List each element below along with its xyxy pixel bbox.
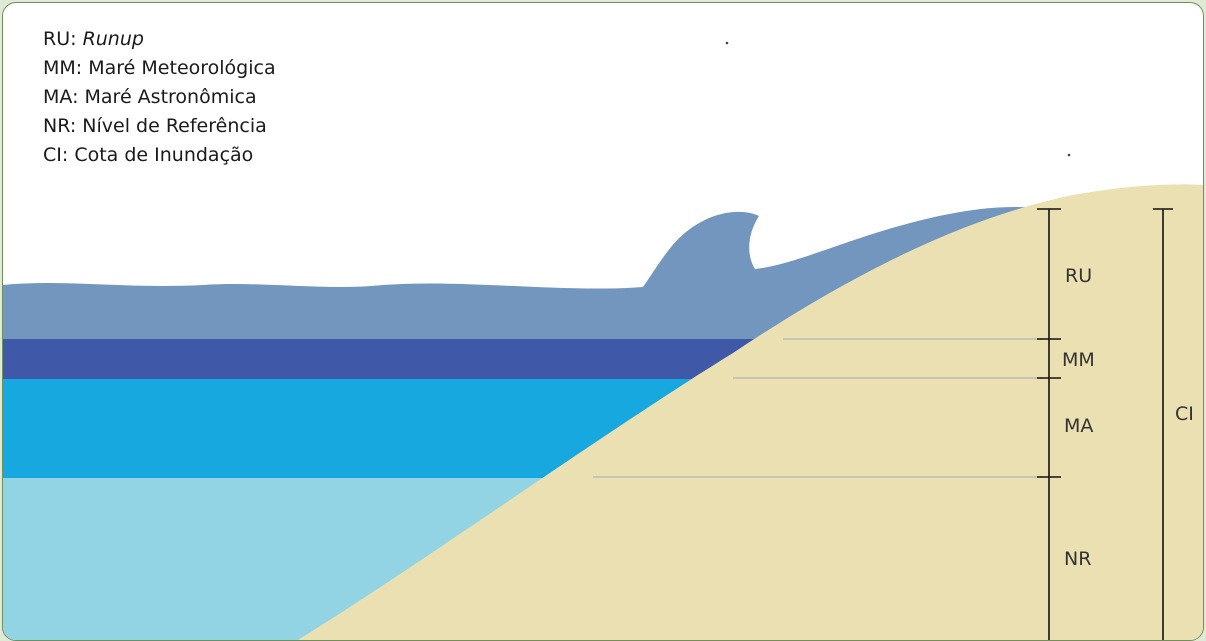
stray-dot <box>1067 153 1071 157</box>
legend-item-ci: CI: Cota de Inundação <box>43 144 254 166</box>
stray-dot <box>725 41 729 45</box>
nr-label: NR <box>1064 548 1092 570</box>
ci-scale <box>1153 208 1173 640</box>
legend-item-mm: MM: Maré Meteorológica <box>43 57 276 79</box>
legend-item-ru: RU: Runup <box>43 28 144 50</box>
level-scale <box>1037 208 1061 640</box>
meteorological-tide-band <box>3 339 823 379</box>
ru-label: RU <box>1065 265 1093 287</box>
ci-label: CI <box>1175 403 1194 425</box>
mm-label: MM <box>1062 349 1095 371</box>
legend: RU: Runup MM: Maré Meteorológica MA: Mar… <box>43 25 276 170</box>
ma-label: MA <box>1064 415 1094 437</box>
flood-elevation-diagram <box>3 41 1203 640</box>
runup-wave <box>3 206 1043 339</box>
legend-item-ma: MA: Maré Astronômica <box>43 86 257 108</box>
sand-beach <box>297 184 1203 640</box>
legend-item-nr: NR: Nível de Referência <box>43 115 267 137</box>
